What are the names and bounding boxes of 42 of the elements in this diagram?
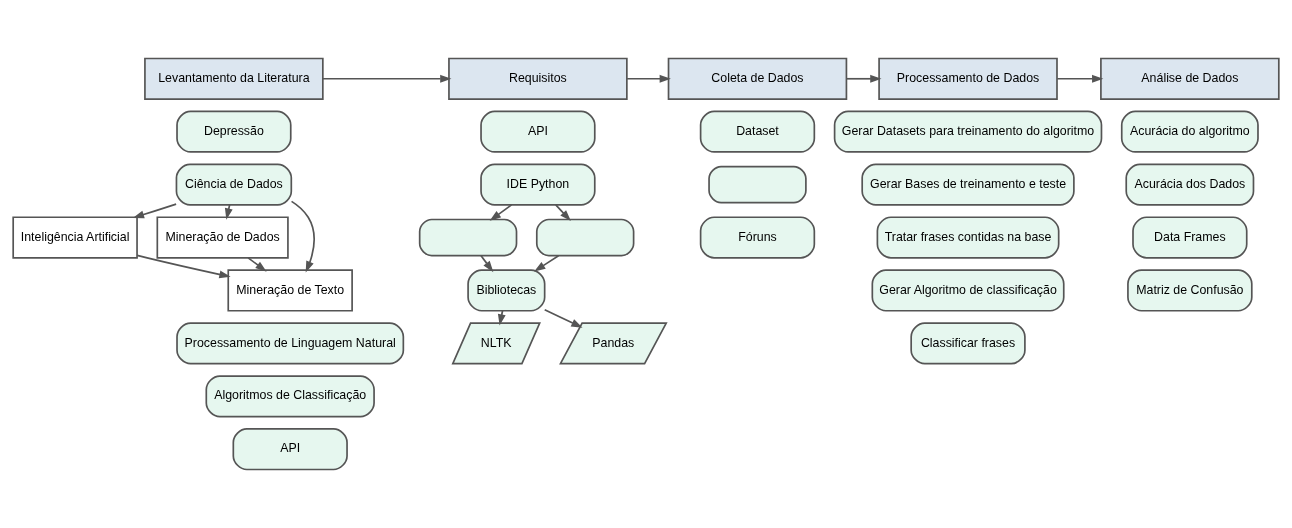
- arrow: [626, 74, 671, 83]
- node-box: Algoritmos de Classificação: [205, 375, 375, 418]
- arrow: [247, 256, 267, 272]
- node-box: Coleta de Dados: [667, 57, 848, 100]
- arrow: [132, 203, 177, 219]
- arrow: [489, 204, 513, 221]
- node-box: Análise de Dados: [1100, 57, 1280, 100]
- node-box: Acurácia do algoritmo: [1120, 110, 1259, 153]
- node-box: API: [480, 110, 596, 153]
- node-box: [708, 165, 807, 204]
- node-box: Gerar Bases de treinamento e teste: [861, 163, 1075, 206]
- node-box: API: [232, 428, 348, 471]
- node-box: Depressão: [176, 110, 292, 153]
- arrow: [322, 74, 452, 83]
- node-box: IDE Python: [480, 163, 596, 206]
- arrow: [480, 254, 494, 273]
- node-box: Fóruns: [699, 216, 816, 259]
- node-box: Requisitos: [448, 57, 628, 100]
- node-box: Processamento de Dados: [878, 57, 1058, 100]
- arrow: [534, 254, 560, 272]
- node-box: Classificar frases: [910, 322, 1026, 365]
- node-box: Gerar Algoritmo de classificação: [871, 269, 1065, 312]
- node-box: Ciência de Dados: [175, 163, 293, 206]
- node-box: Gerar Datasets para treinamento do algoritmo: [833, 110, 1103, 153]
- node-box: Acurácia dos Dados: [1125, 163, 1255, 206]
- node-box: Mineração de Texto: [227, 269, 353, 312]
- arrow: [290, 200, 315, 273]
- node-box: Matriz de Confusão: [1127, 269, 1253, 312]
- node-box: Mineração de Dados: [156, 216, 289, 259]
- arrow: [543, 308, 583, 328]
- node-box: [535, 218, 635, 257]
- node-box: Dataset: [699, 110, 816, 153]
- node-box: Bibliotecas: [467, 269, 546, 312]
- node-box: Tratar frases contidas na base: [876, 216, 1060, 259]
- node-box: Inteligência Artificial: [12, 216, 138, 259]
- node-box: Data Frames: [1132, 216, 1248, 259]
- node-box: Levantamento da Literatura: [144, 57, 324, 100]
- arrow: [845, 74, 882, 83]
- node-box: Processamento de Linguagem Natural: [176, 322, 405, 365]
- arrow: [136, 254, 231, 279]
- node-box: [418, 218, 518, 257]
- arrow: [1056, 74, 1104, 83]
